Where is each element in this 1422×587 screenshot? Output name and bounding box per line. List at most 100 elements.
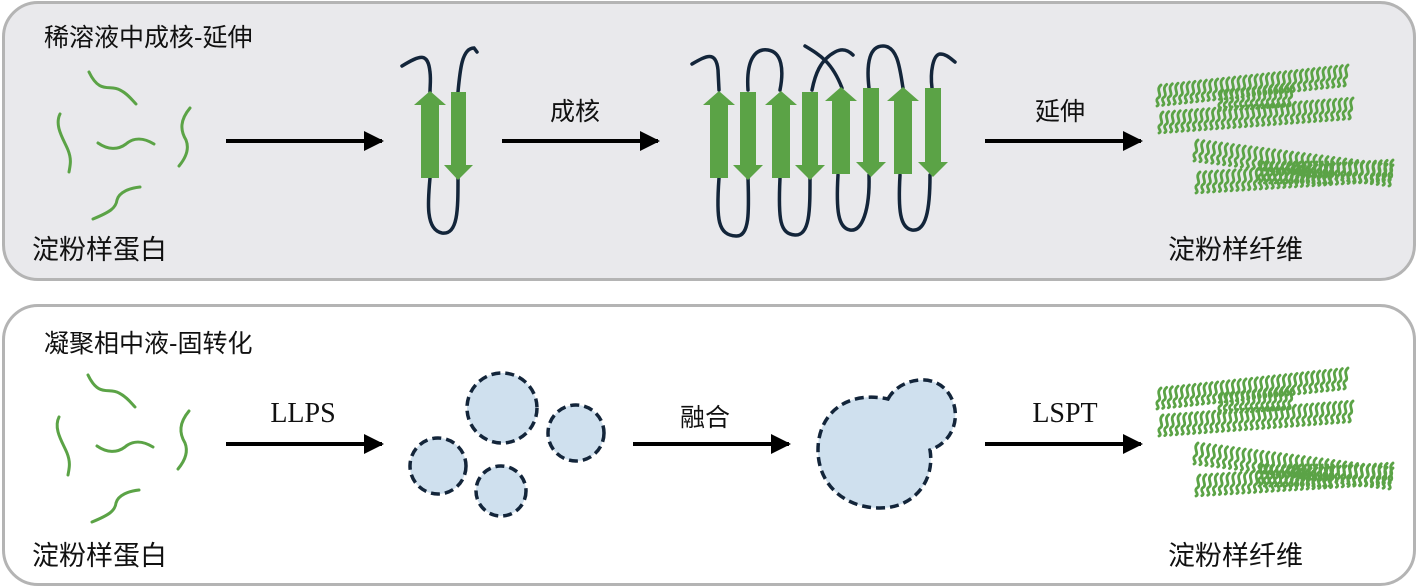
fibril-segment: [1268, 160, 1276, 185]
fibril-segment: [1276, 468, 1284, 493]
fibril-segment: [1284, 404, 1292, 429]
fibril-segment: [1241, 470, 1249, 495]
fibril-segment: [1229, 471, 1237, 496]
fibril-segment: [1210, 140, 1218, 165]
fibril-segment: [1249, 406, 1257, 431]
fibril-segment: [1174, 109, 1182, 134]
fibril-segment: [1228, 390, 1236, 415]
fibril-segment: [1204, 443, 1212, 467]
fibril-segment: [1239, 447, 1247, 472]
arrow-label-nucleation: 成核: [549, 97, 600, 126]
fibril-segment: [1266, 405, 1274, 430]
fibril-segment: [1235, 471, 1243, 495]
fibril-segment: [1155, 83, 1163, 108]
fibril-segment: [1308, 370, 1316, 395]
label-amyloid-protein-bottom: 淀粉样蛋白: [32, 541, 167, 572]
label-amyloid-fibril-top: 淀粉样纤维: [1168, 235, 1303, 266]
beta-strand-down: [444, 92, 473, 180]
fibril-segment: [1233, 390, 1241, 415]
amyloid-monomers-bottom: [55, 373, 191, 524]
fibril-segment: [1217, 472, 1225, 496]
fibril-segment: [1239, 144, 1247, 169]
fibril-segment: [1325, 65, 1333, 90]
fibril-segment: [1295, 403, 1303, 428]
arrow-label-elongation: 延伸: [1034, 97, 1085, 126]
fibril-segment: [1178, 384, 1186, 408]
fibril-segment: [1297, 68, 1305, 93]
fibril-segment: [1209, 106, 1217, 131]
fibril-segment: [1209, 409, 1217, 434]
fibril-segment: [1291, 69, 1299, 93]
fibril-segment: [1200, 78, 1208, 103]
fibril-segment: [1194, 170, 1202, 195]
fibril-segment: [1324, 401, 1332, 426]
fibril-segment: [1178, 81, 1186, 105]
fibril-segment: [1387, 461, 1395, 486]
fibril-segment: [1289, 403, 1297, 428]
fibril-segment: [1260, 102, 1269, 127]
fibril-segment: [1334, 161, 1342, 186]
fibril-segment: [1292, 151, 1300, 176]
fibril-segment: [1206, 381, 1214, 405]
fibril-segment: [1318, 401, 1326, 426]
fibril-segment: [1352, 463, 1360, 488]
fibril-segment: [1186, 108, 1194, 133]
fibril-segment: [1331, 367, 1339, 392]
fibril-segment: [1342, 366, 1350, 391]
fibril-segment: [1206, 78, 1214, 102]
fibril-segment: [1304, 455, 1312, 480]
fibril-segment: [1300, 463, 1308, 488]
fibril-segment: [1192, 138, 1200, 163]
fibril-segment: [1330, 400, 1338, 425]
fibril-segment: [1221, 142, 1229, 167]
fibril-segment: [1273, 463, 1281, 488]
fibril-segment: [1155, 386, 1163, 411]
fibril-segment: [1325, 368, 1333, 393]
fibril-segment: [1189, 382, 1197, 407]
fibril-segment: [1311, 160, 1319, 185]
fibril-segment: [1369, 159, 1377, 184]
fibril-segment: [1316, 160, 1324, 185]
label-amyloid-protein-top: 淀粉样蛋白: [32, 235, 167, 266]
fibril-segment: [1346, 161, 1354, 185]
fibril-segment: [1198, 442, 1206, 467]
fibril-segment: [1251, 449, 1259, 473]
nucleus-strands: [703, 87, 948, 180]
fibril-segment: [1163, 413, 1171, 437]
fibril-segment: [1223, 168, 1231, 193]
fibril-segment: [1262, 160, 1270, 185]
fibril-segment: [1291, 372, 1299, 396]
fibril-segment: [1285, 372, 1293, 397]
fibril-segment: [1311, 463, 1319, 488]
fibril-segment: [1255, 103, 1263, 128]
fibril-segment: [1319, 66, 1327, 90]
fibril-segment: [1318, 98, 1326, 123]
fibril-segment: [1252, 469, 1260, 494]
fibril-segment: [1192, 441, 1200, 466]
fibril-segment: [1273, 160, 1281, 185]
fibril-segment: [1211, 472, 1219, 497]
fibril-segment: [1200, 473, 1208, 498]
fibril-segment: [1172, 384, 1180, 409]
fibril-segment: [1266, 102, 1274, 127]
fibril-segment: [1222, 88, 1230, 113]
fibril-segment: [1305, 160, 1313, 185]
fibril-segment: [1375, 159, 1383, 184]
fibril-segment: [1276, 165, 1284, 190]
fibril-segment: [1191, 411, 1199, 435]
arrow-label-lspt: LSPT: [1032, 398, 1098, 429]
fibril-segment: [1278, 463, 1286, 488]
fibril-segment: [1278, 404, 1286, 429]
fibril-segment: [1217, 169, 1225, 193]
fibril-segment: [1282, 165, 1290, 189]
arrow-label-llps: LLPS: [270, 398, 336, 429]
beta-strand-up: [414, 91, 446, 178]
fibril-segment: [1200, 381, 1208, 406]
fibril-segment: [1347, 399, 1355, 424]
fibril-segment: [1260, 405, 1269, 430]
fibril-segment: [1197, 410, 1205, 435]
fibril-segment: [1194, 473, 1202, 498]
fibril-segment: [1331, 64, 1339, 89]
fibril-segment: [1284, 101, 1292, 126]
fibril-segment: [1352, 160, 1360, 185]
